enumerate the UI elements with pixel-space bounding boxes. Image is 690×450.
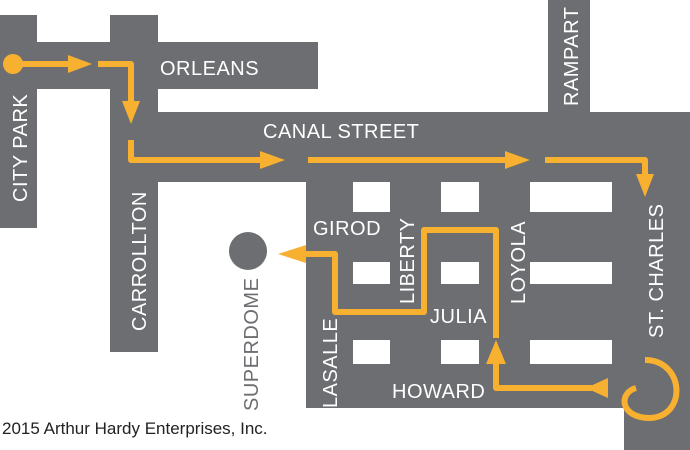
street-label-carrollton: CARROLLTON [129, 191, 151, 331]
route-arrow-lee-circle [586, 378, 608, 398]
route-arrow-canal-2 [505, 151, 530, 169]
parade-route [3, 54, 680, 421]
street-label-lasalle: LASALLE [320, 318, 342, 408]
landmark-label-superdome: SUPERDOME [241, 278, 263, 411]
route-segment-st-charles [545, 157, 648, 176]
street-label-julia: JULIA [430, 306, 487, 328]
street-label-canal: CANAL STREET [263, 121, 419, 143]
street-label-orleans: ORLEANS [160, 58, 259, 80]
street-label-girod: GIROD [313, 218, 381, 240]
street-label-loyola: LOYOLA [508, 221, 530, 304]
street-label-howard: HOWARD [392, 381, 485, 403]
copyright-notice: 2015 Arthur Hardy Enterprises, Inc. [2, 419, 268, 438]
road-rampart [548, 0, 590, 130]
route-arrow-canal-1 [260, 151, 285, 169]
road-canal [110, 112, 690, 182]
route-segment-julia-loop [306, 227, 499, 338]
route-arrow-st-charles [636, 174, 654, 197]
street-label-st-charles: ST. CHARLES [646, 204, 668, 338]
route-segment-canal-1 [128, 140, 262, 163]
route-segment-lee-circle [621, 357, 680, 421]
street-label-rampart: RAMPART [561, 7, 583, 106]
route-arrow-orleans [68, 55, 92, 73]
route-arrow-carrollton [122, 101, 140, 124]
street-labels: CITY PARK ORLEANS RAMPART CANAL STREET C… [10, 7, 668, 411]
street-label-city-park: CITY PARK [10, 94, 32, 202]
route-arrow-howard [486, 340, 506, 364]
route-arrow-to-superdome [278, 245, 306, 263]
route-segment-carrollton [98, 61, 134, 103]
road-st-charles-south [624, 360, 690, 450]
street-label-liberty: LIBERTY [397, 218, 419, 305]
superdome-icon [229, 232, 267, 270]
route-segment-howard [493, 362, 592, 391]
